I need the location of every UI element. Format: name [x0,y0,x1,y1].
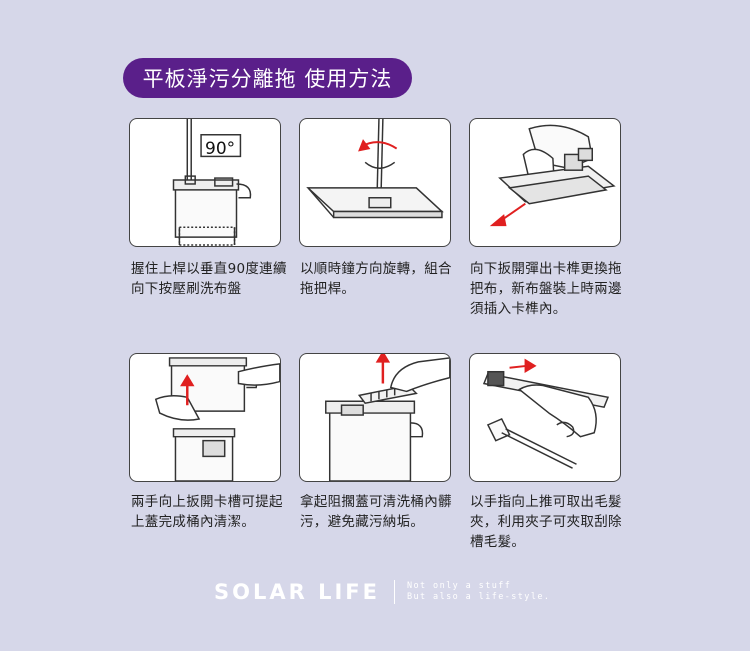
brand-name: SOLAR LIFE [214,580,380,604]
step-1-caption: 握住上桿以垂直90度連續向下按壓刷洗布盤 [131,261,287,297]
step-5-illustration [299,353,451,482]
brand-tagline-line-2: But also a life-style. [406,592,551,602]
step-6-illustration [469,353,621,482]
step-3-illustration [469,118,621,247]
step-3-caption: 向下扳開彈出卡榫更換拖把布，新布盤裝上時兩邊須插入卡榫內。 [470,261,622,317]
page-title: 平板淨污分離拖 使用方法 [123,58,412,98]
brand-divider [393,580,395,604]
step-5-caption: 拿起阻擱蓋可清洗桶內髒污，避免藏污納垢。 [300,494,452,530]
step-4-illustration [129,353,281,482]
step-6-caption: 以手指向上推可取出毛髮夾，利用夾子可夾取刮除槽毛髮。 [470,494,622,550]
brand-tagline-line-1: Not only a stuff [406,581,512,591]
step-2-illustration [299,118,451,247]
angle-label: 90° [205,139,236,159]
step-4-caption: 兩手向上扳開卡槽可提起上蓋完成桶內清潔。 [131,494,283,530]
step-2-caption: 以順時鐘方向旋轉，組合拖把桿。 [300,261,452,297]
step-1-illustration: 90° [129,118,281,247]
brand-tagline: Not only a stuff But also a life-style. [407,581,550,603]
brand-logo: SOLAR LIFE Not only a stuff But also a l… [214,580,550,604]
